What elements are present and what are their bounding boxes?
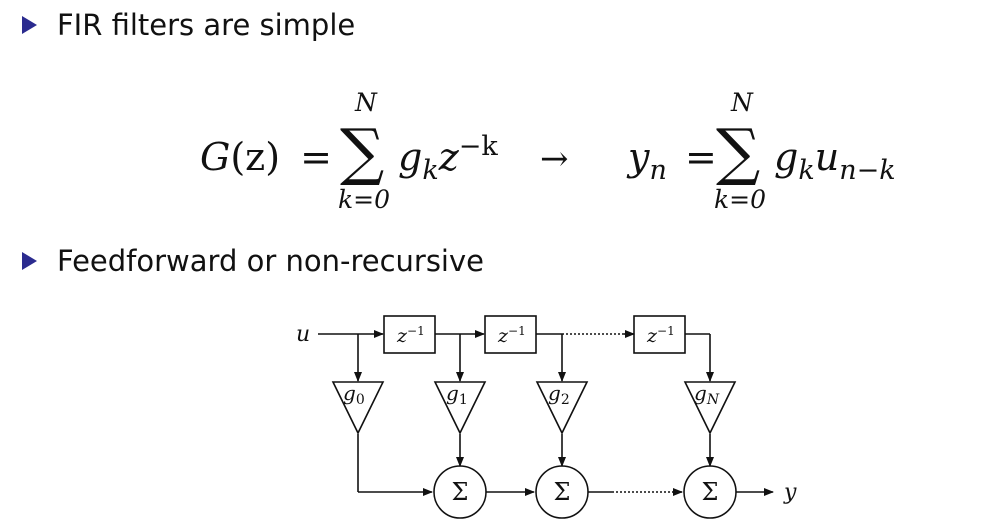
sum-symbol: Σ xyxy=(554,478,571,506)
eq-term-1: gkz−k xyxy=(398,131,498,186)
sum-upper-limit-1: N xyxy=(355,88,377,117)
sigma-symbol-1: ∑ xyxy=(340,115,385,188)
delay-label: z−1 xyxy=(396,324,425,347)
gain-label-0: g0 xyxy=(343,381,365,408)
bullet-item-fir: FIR filters are simple xyxy=(22,8,355,42)
delay-label: z−1 xyxy=(497,324,526,347)
gain-triangle-2 xyxy=(535,381,589,435)
sum-lower-limit-1: k=0 xyxy=(338,185,391,214)
delay-box xyxy=(633,315,686,354)
eq-term-2: gkun−k xyxy=(774,135,896,186)
sigma-symbol-2: ∑ xyxy=(716,115,761,188)
bullet-text: FIR filters are simple xyxy=(57,8,356,42)
gain-triangle-0 xyxy=(331,381,385,435)
sum-upper-limit-2: N xyxy=(731,88,753,117)
gain-label-1: g1 xyxy=(446,381,468,408)
delay-box xyxy=(383,315,436,354)
arrow-icon: → xyxy=(540,139,569,179)
sum-symbol: Σ xyxy=(702,478,719,506)
gain-triangle-n xyxy=(683,381,737,435)
bullet-triangle-icon xyxy=(22,16,37,34)
gain-label-n: gN xyxy=(694,381,720,408)
sum-symbol: Σ xyxy=(452,478,469,506)
sum-lower-limit-2: k=0 xyxy=(714,185,767,214)
gain-label-2: g2 xyxy=(548,381,570,408)
bullet-text: Feedforward or non-recursive xyxy=(57,244,484,278)
bullet-triangle-icon xyxy=(22,252,37,270)
sum-node xyxy=(535,465,589,519)
eq-rhs-y: yn = xyxy=(628,135,717,186)
sum-node xyxy=(433,465,487,519)
eq-lhs-G: G(z) = xyxy=(200,135,332,179)
sum-node xyxy=(683,465,737,519)
delay-label: z−1 xyxy=(646,324,675,347)
gain-triangle-1 xyxy=(433,381,487,435)
bullet-item-feedforward: Feedforward or non-recursive xyxy=(22,244,484,278)
output-label: y xyxy=(783,480,797,505)
input-label: u xyxy=(296,322,310,347)
delay-box xyxy=(484,315,537,354)
